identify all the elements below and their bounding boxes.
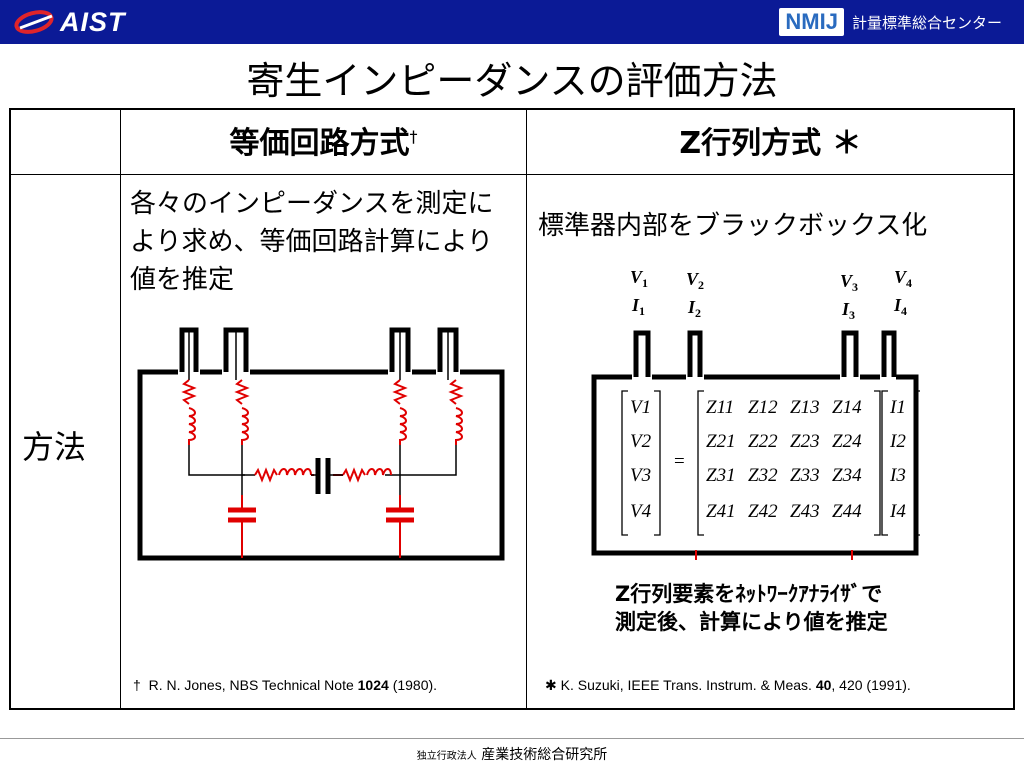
svg-text:V4: V4 bbox=[894, 267, 912, 290]
footer-divider bbox=[0, 738, 1024, 739]
port1-voltage-label: V bbox=[630, 267, 644, 287]
svg-text:Z41: Z41 bbox=[706, 501, 736, 522]
i-vector-1: I1 bbox=[889, 397, 906, 418]
reference-jones-year: (1980). bbox=[392, 677, 438, 693]
comparison-table bbox=[9, 108, 1015, 710]
port3-voltage-label: V bbox=[840, 271, 854, 291]
nmij-logo: NMIJ 計量標準総合センター bbox=[779, 8, 1002, 36]
svg-text:V3: V3 bbox=[840, 271, 858, 294]
reference-jones: † R. N. Jones, NBS Technical Note 1024 (… bbox=[133, 677, 437, 693]
z-matrix-note: Z行列要素をﾈｯﾄﾜｰｸｱﾅﾗｲｻﾞで 測定後、計算により値を推定 bbox=[615, 580, 888, 636]
v-vector-2: V2 bbox=[630, 431, 652, 452]
svg-text:Z11: Z11 bbox=[706, 397, 734, 418]
port2-current-label: I bbox=[687, 297, 696, 317]
svg-text:Z34: Z34 bbox=[832, 465, 862, 486]
aist-swoosh-icon bbox=[14, 10, 54, 34]
svg-text:I4: I4 bbox=[893, 295, 907, 318]
svg-text:Z42: Z42 bbox=[748, 501, 778, 522]
reference-suzuki-rest: , 420 (1991). bbox=[831, 677, 911, 693]
i-vector-2: I2 bbox=[889, 431, 906, 452]
top-banner: AIST NMIJ 計量標準総合センター bbox=[0, 0, 1024, 44]
reference-suzuki: ✱ K. Suzuki, IEEE Trans. Instrum. & Meas… bbox=[545, 677, 911, 694]
z-matrix-note-line2: 測定後、計算により値を推定 bbox=[615, 610, 888, 634]
reference-jones-mark: † bbox=[133, 677, 141, 693]
reference-jones-number: 1024 bbox=[357, 677, 389, 693]
i-vector-3: I3 bbox=[889, 465, 906, 486]
z-matrix-elements: Z11 Z12 Z13 Z14 Z21 Z22 Z23 Z24 Z31 Z32 Z33 Z34 Z… bbox=[706, 397, 862, 522]
svg-text:Z31: Z31 bbox=[706, 465, 736, 486]
svg-text:I2: I2 bbox=[687, 297, 701, 320]
header-z-matrix-label: Z行列方式 ＊ bbox=[679, 126, 862, 161]
port1-current-label: I bbox=[631, 295, 640, 315]
port4-voltage-label: V bbox=[894, 267, 908, 287]
row-label-method: 方法 bbox=[22, 428, 87, 466]
svg-text:Z12: Z12 bbox=[748, 397, 778, 418]
i-vector-4: I4 bbox=[889, 501, 906, 522]
svg-text:V1: V1 bbox=[630, 267, 648, 290]
svg-text:Z24: Z24 bbox=[832, 431, 862, 452]
equals-sign: = bbox=[674, 451, 685, 472]
port2-voltage-label: V bbox=[686, 269, 700, 289]
svg-text:Z32: Z32 bbox=[748, 465, 778, 486]
nmij-center-name: 計量標準総合センター bbox=[851, 13, 1002, 32]
v-vector-4: V4 bbox=[630, 501, 652, 522]
table-divider-v2 bbox=[526, 109, 527, 709]
header-equivalent-circuit-label: 等価回路方式 bbox=[229, 126, 410, 161]
table-divider-v1 bbox=[120, 109, 121, 709]
reference-jones-text: R. N. Jones, NBS Technical Note bbox=[148, 677, 354, 693]
svg-text:Z33: Z33 bbox=[790, 465, 820, 486]
aist-logo-text: AIST bbox=[60, 6, 126, 37]
nmij-logo-text: NMIJ bbox=[785, 9, 838, 34]
z-matrix-note-line1: Z行列要素をﾈｯﾄﾜｰｸｱﾅﾗｲｻﾞで bbox=[615, 582, 883, 606]
svg-text:Z44: Z44 bbox=[832, 501, 862, 522]
aist-logo: AIST bbox=[14, 6, 126, 38]
svg-text:I1: I1 bbox=[631, 295, 645, 318]
svg-text:Z14: Z14 bbox=[832, 397, 862, 418]
equivalent-circuit-description: 各々のインピーダンスを測定により求め、等価回路計算により値を推定 bbox=[130, 189, 494, 295]
reference-suzuki-mark: ✱ bbox=[545, 677, 557, 693]
table-divider-h1 bbox=[10, 174, 1014, 175]
dagger-mark: † bbox=[409, 127, 418, 146]
svg-text:I3: I3 bbox=[841, 299, 855, 322]
header-z-matrix: Z行列方式 ＊ bbox=[527, 118, 1014, 162]
footer-org-name: 産業技術総合研究所 bbox=[481, 747, 608, 763]
svg-text:Z13: Z13 bbox=[790, 397, 820, 418]
port4-current-label: I bbox=[893, 295, 902, 315]
svg-text:V2: V2 bbox=[686, 269, 704, 292]
z-matrix-blackbox-diagram: V1 I1 V2 I2 V3 I3 V4 I4 V1 V2 V3 V4 = Z1… bbox=[591, 267, 920, 560]
nmij-logo-box: NMIJ bbox=[779, 8, 844, 36]
v-vector-1: V1 bbox=[630, 397, 651, 418]
page-title: 寄生インピーダンスの評価方法 bbox=[246, 59, 778, 103]
svg-text:Z22: Z22 bbox=[748, 431, 778, 452]
z-matrix-description: 標準器内部をブラックボックス化 bbox=[538, 211, 928, 241]
v-vector-3: V3 bbox=[630, 465, 651, 486]
reference-suzuki-text: K. Suzuki, IEEE Trans. Instrum. & Meas. bbox=[560, 677, 812, 693]
svg-text:Z21: Z21 bbox=[706, 431, 736, 452]
header-equivalent-circuit: 等価回路方式† bbox=[121, 118, 526, 162]
reference-suzuki-volume: 40 bbox=[815, 677, 832, 693]
footer-org-prefix: 独立行政法人 bbox=[416, 751, 477, 762]
equivalent-circuit-diagram bbox=[137, 327, 505, 561]
svg-text:Z23: Z23 bbox=[790, 431, 820, 452]
port3-current-label: I bbox=[841, 299, 850, 319]
port-labels: V1 I1 V2 I2 V3 I3 V4 I4 bbox=[630, 267, 912, 322]
footer: 独立行政法人 産業技術総合研究所 bbox=[0, 744, 1024, 764]
svg-text:Z43: Z43 bbox=[790, 501, 820, 522]
